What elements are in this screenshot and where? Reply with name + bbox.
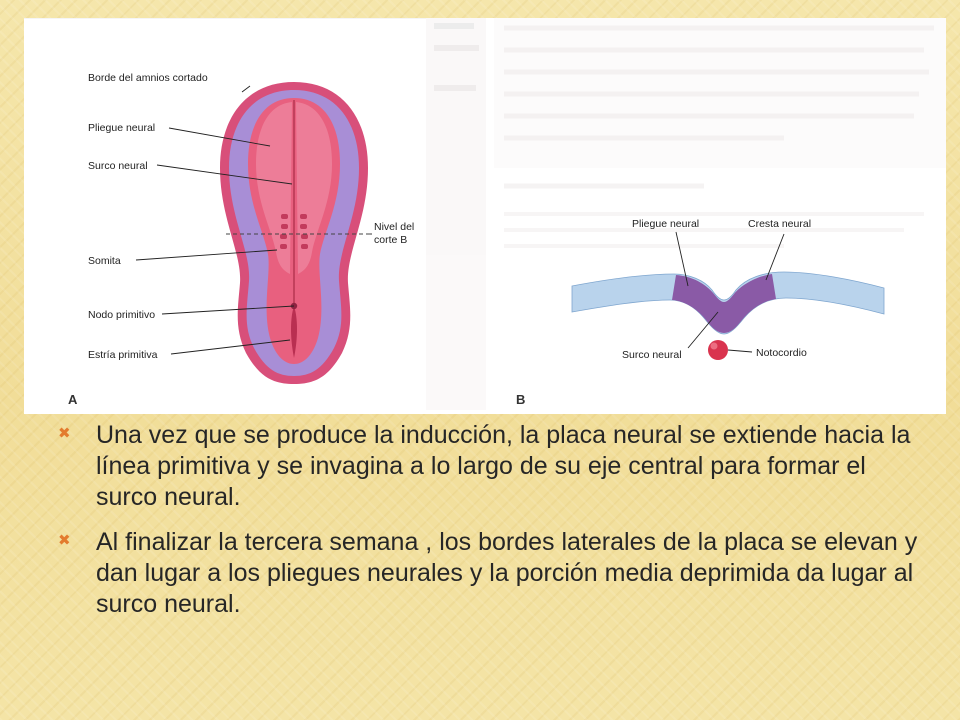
label-nodo-primitivo: Nodo primitivo [88,309,155,321]
somites [280,214,308,249]
cross-section-panel-b [571,271,885,360]
label-cresta-neural: Cresta neural [748,218,811,230]
label-somita: Somita [88,255,121,267]
bullet-marker-icon: ✖ [58,532,71,549]
embryo-panel-a [220,82,370,384]
label-nivel-corte-1: Nivel del [374,221,414,233]
panel-a-leaders [135,85,372,355]
panel-letter-a: A [68,392,78,407]
panel-letter-b: B [516,392,525,407]
notochord-highlight [710,342,718,350]
neural-plate-b [672,274,776,333]
label-estria-primitiva: Estría primitiva [88,349,158,361]
label-pliegue-neural-b: Pliegue neural [632,218,699,230]
label-pliegue-neural-a: Pliegue neural [88,122,155,134]
embryo-figure: Borde del amnios cortado Pliegue neural … [24,18,946,414]
label-surco-neural-b: Surco neural [622,349,682,361]
label-nivel-corte-2: corte B [374,234,407,246]
label-borde-amnios: Borde del amnios cortado [88,72,208,84]
neural-fold-right [296,102,332,274]
bullet-marker-icon: ✖ [58,425,71,442]
primitive-streak [291,306,297,358]
bullet-list: ✖ Una vez que se produce la inducción, l… [58,420,918,634]
bullet-text: Una vez que se produce la inducción, la … [96,421,911,511]
bullet-text: Al finalizar la tercera semana , los bor… [96,528,918,618]
bullet-item: ✖ Una vez que se produce la inducción, l… [58,420,918,513]
notochord [708,340,728,360]
bullet-item: ✖ Al finalizar la tercera semana , los b… [58,527,918,620]
label-surco-neural-a: Surco neural [88,160,148,172]
figure-svg: Borde del amnios cortado Pliegue neural … [24,18,946,410]
label-notocordio: Notocordio [756,347,807,359]
panel-b-leaders [675,231,785,353]
background-page-text [24,18,946,410]
